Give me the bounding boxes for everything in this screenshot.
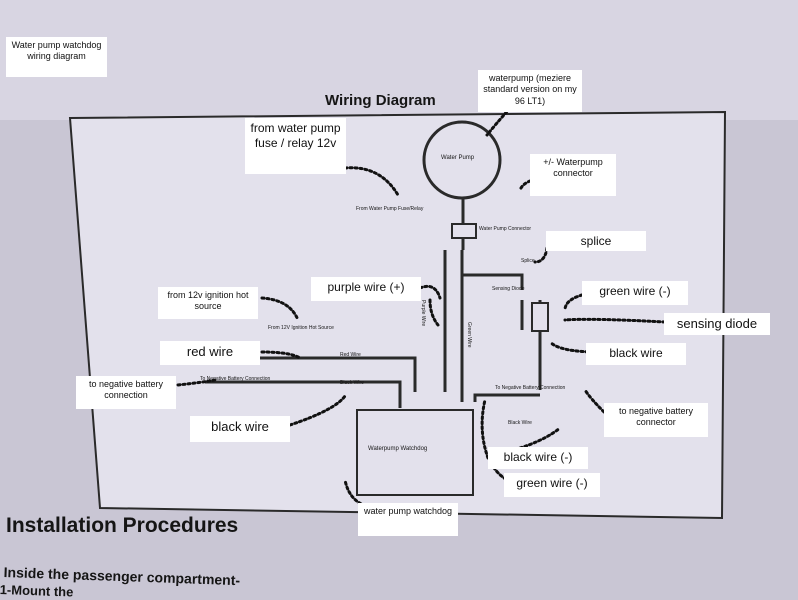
- annotation-connector: +/- Waterpump connector: [530, 154, 616, 196]
- diode-symbol: [531, 302, 549, 332]
- annotation-purple-wire: purple wire (+): [311, 277, 421, 301]
- printed-water-pump: Water Pump: [441, 155, 475, 161]
- printed-black-wire-left: Black Wire: [340, 380, 364, 386]
- printed-fuse: From Water Pump Fuse/Relay: [356, 206, 424, 212]
- page-line-2: 1-Mount the: [0, 582, 74, 600]
- annotation-sensing-diode: sensing diode: [664, 313, 770, 335]
- annotation-black-wire-left: black wire: [190, 416, 290, 442]
- printed-red-wire: Red Wire: [340, 352, 361, 358]
- printed-neg-right: To Negative Battery Connection: [495, 385, 566, 391]
- printed-connector: Water Pump Connector: [479, 226, 532, 232]
- printed-neg-left: To Negative Battery Connection: [200, 376, 271, 382]
- annotation-green-wire-bottom: green wire (-): [504, 473, 600, 497]
- annotation-negative-battery-left: to negative battery connection: [76, 376, 176, 409]
- diagram-title: Wiring Diagram: [325, 92, 436, 109]
- printed-splice: Splice: [521, 258, 535, 264]
- printed-green-wire: Green Wire: [466, 322, 472, 348]
- caption-label: Water pump watchdog wiring diagram: [6, 37, 107, 77]
- water-pump-symbol: [422, 120, 502, 200]
- wiring-lines: [205, 195, 542, 408]
- annotation-ignition: from 12v ignition hot source: [158, 287, 258, 319]
- annotation-splice: splice: [546, 231, 646, 251]
- printed-black-wire-right: Black Wire: [508, 420, 532, 426]
- annotation-fuse: from water pump fuse / relay 12v: [245, 118, 346, 174]
- annotation-waterpump: waterpump (meziere standard version on m…: [478, 70, 582, 112]
- page-heading: Installation Procedures: [6, 514, 239, 537]
- printed-purple-wire: Purple Wire: [420, 300, 426, 327]
- annotation-negative-battery-right: to negative battery connector: [604, 403, 708, 437]
- annotation-watchdog: water pump watchdog: [358, 503, 458, 536]
- annotation-green-wire-top: green wire (-): [582, 281, 688, 305]
- printed-watchdog: Waterpump Watchdog: [368, 446, 428, 452]
- printed-sensing-diode: Sensing Diode: [492, 286, 525, 292]
- connector-symbol: [451, 223, 477, 239]
- annotation-black-wire-minus: black wire (-): [488, 447, 588, 469]
- annotation-red-wire: red wire: [160, 341, 260, 365]
- annotation-black-wire-right: black wire: [586, 343, 686, 365]
- printed-ignition: From 12V Ignition Hot Source: [268, 325, 334, 331]
- watchdog-box: [356, 409, 474, 496]
